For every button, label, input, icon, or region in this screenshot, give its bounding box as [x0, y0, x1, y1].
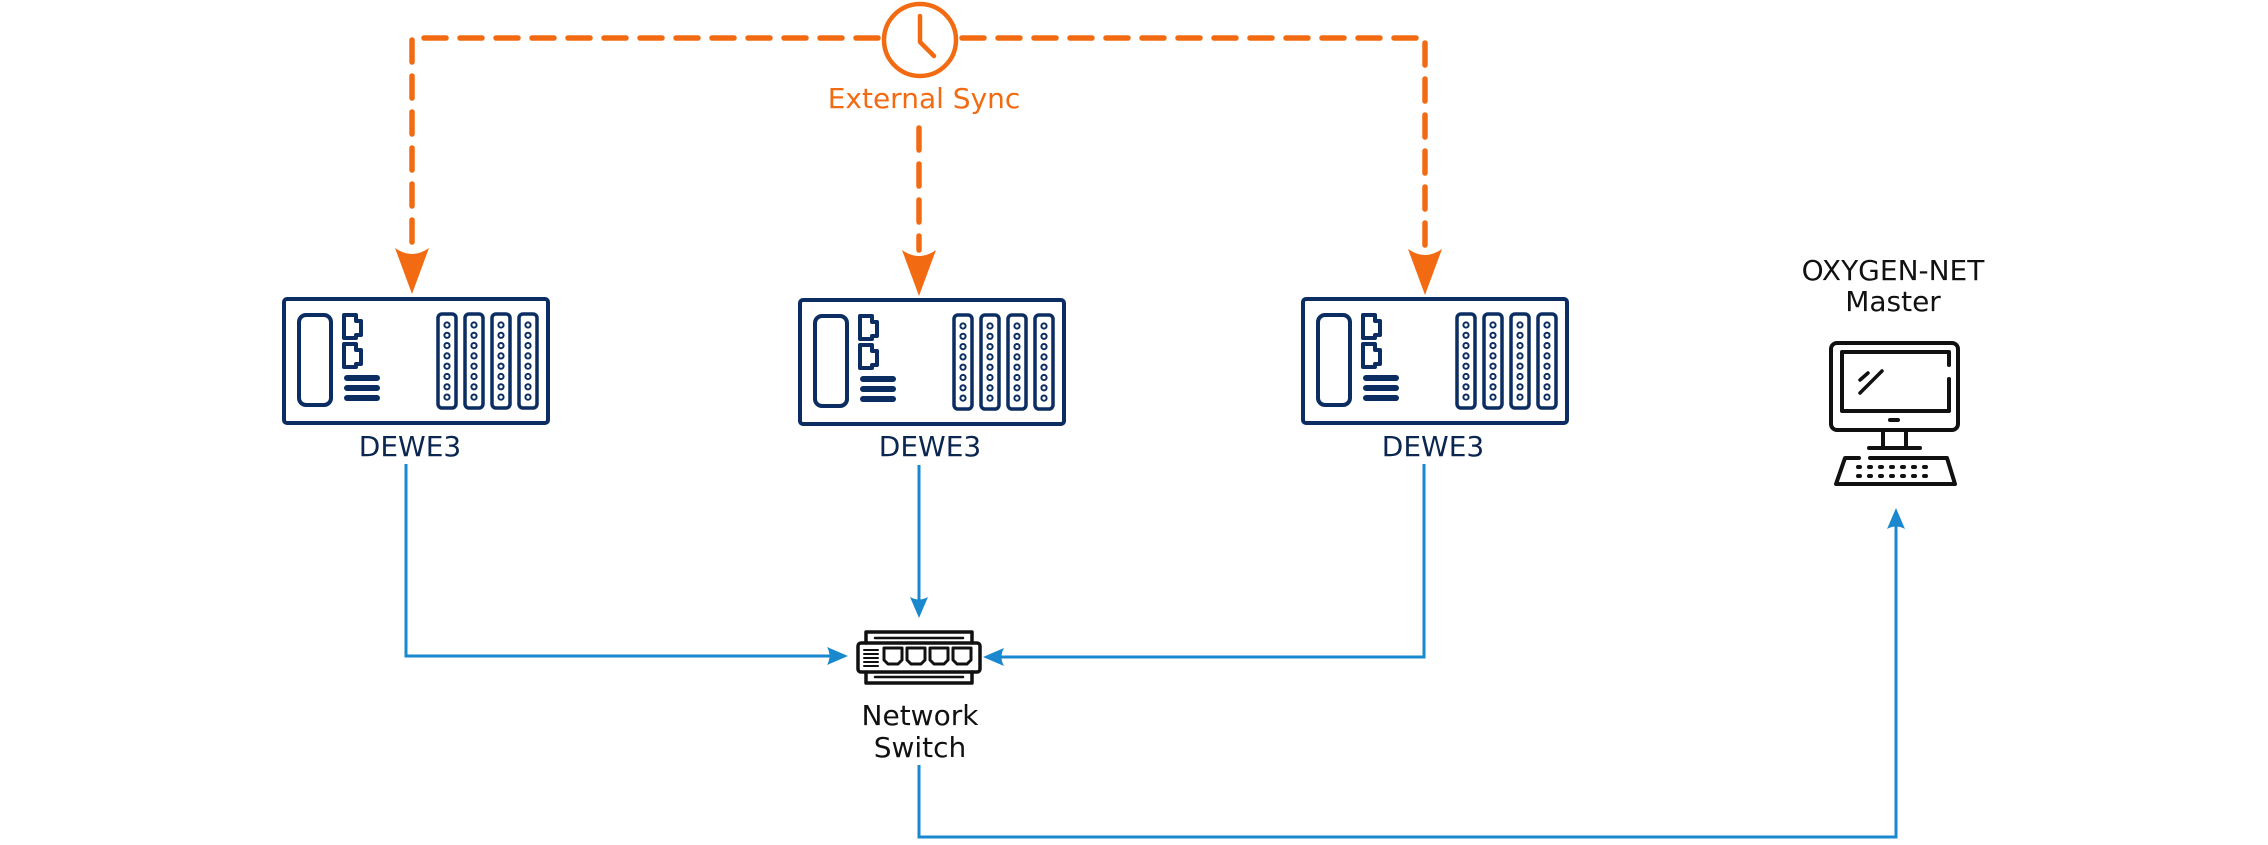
network-line-dewe3-1-to-switch: [404, 464, 834, 658]
network-arrowhead-top: [910, 597, 928, 618]
daq-device-icon: [1303, 299, 1567, 423]
network-switch[interactable]: [856, 630, 982, 685]
external-sync-label: External Sync: [828, 82, 1021, 115]
daq-device-icon: [284, 299, 548, 423]
switch-label-line1: Network: [862, 699, 980, 732]
network-line-switch-to-master: [917, 524, 1898, 839]
sync-lines: [395, 35, 1442, 296]
device-label: DEWE3: [879, 430, 981, 463]
sync-line-right: [959, 35, 1428, 253]
master-label-line2: Master: [1845, 285, 1941, 318]
device-dewe3-2[interactable]: [800, 300, 1064, 424]
switch-label-line2: Switch: [874, 731, 967, 764]
network-lines: [404, 464, 1905, 839]
sync-arrowhead-left: [395, 248, 429, 294]
network-arrowhead-master: [1887, 508, 1905, 529]
clock-icon: [881, 1, 959, 79]
daq-device-icon: [800, 300, 1064, 424]
desktop-computer-icon: [1829, 341, 1960, 486]
sync-arrowhead-right: [1408, 249, 1442, 295]
network-arrowhead-right: [983, 648, 1004, 666]
oxygen-net-master[interactable]: [1829, 341, 1960, 486]
device-dewe3-1[interactable]: [284, 299, 548, 423]
network-arrowhead-left: [827, 647, 848, 665]
sync-arrowhead-center: [902, 250, 936, 296]
master-label-line1: OXYGEN-NET: [1802, 254, 1986, 287]
keyboard-keys: [1856, 465, 1928, 478]
device-dewe3-3[interactable]: [1303, 299, 1567, 423]
sync-line-left: [409, 35, 881, 253]
device-label: DEWE3: [1382, 430, 1484, 463]
network-line-dewe3-3-to-switch: [997, 464, 1426, 659]
network-switch-icon: [856, 630, 982, 685]
device-label: DEWE3: [359, 430, 461, 463]
